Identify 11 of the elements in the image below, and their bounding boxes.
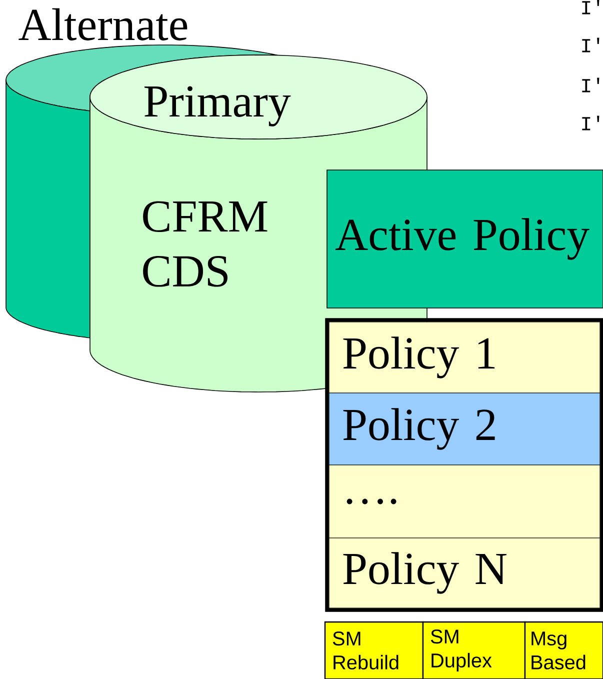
policy-row: Policy N <box>328 538 600 608</box>
cylinder-label: Alternate <box>18 8 188 40</box>
table-cell: Msg Based <box>524 621 603 679</box>
code-text: I' <box>582 0 600 14</box>
table-cell: SM Rebuild <box>324 621 424 679</box>
code-text: I' <box>582 116 600 130</box>
policy-row: Policy 2 <box>328 392 600 466</box>
code-text: I' <box>582 38 600 52</box>
policy-row: …. <box>328 464 600 538</box>
code-text: I' <box>582 78 600 92</box>
table-cell: SM Duplex <box>422 621 526 679</box>
